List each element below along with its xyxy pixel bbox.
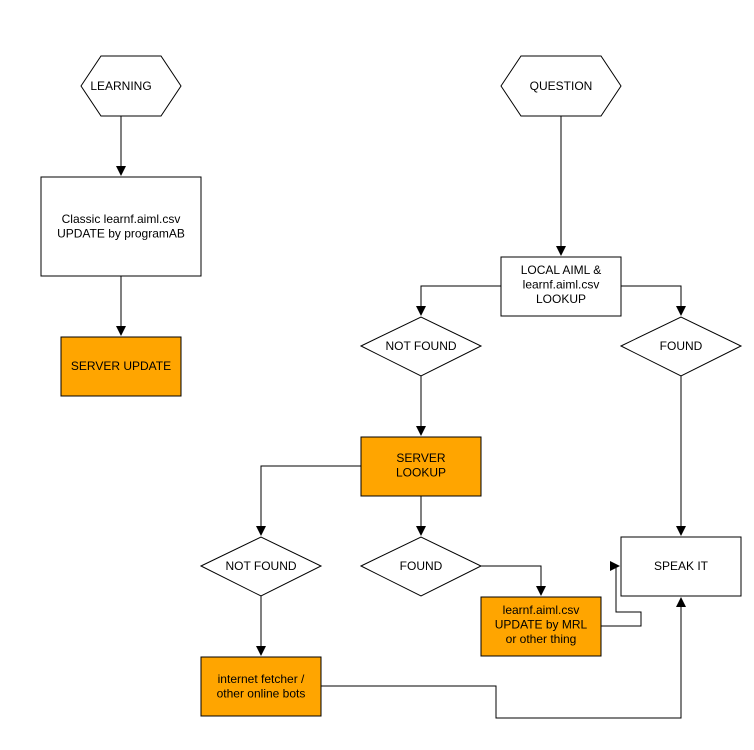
not-found-label-1-line-1: NOT FOUND [385,339,456,353]
classic-update-label-line-1: Classic learnf.aiml.csv [62,212,181,226]
not-found-label-1: NOT FOUND [385,339,456,353]
classic-update-label-line-2: UPDATE by programAB [57,226,185,240]
found-label-1: FOUND [660,339,703,353]
learnf-update-mrl-label-line-3: or other thing [506,632,577,646]
edge-learnf-update-to-speak-it [601,561,642,627]
question-label-line-1: QUESTION [530,79,593,93]
not-found-diamond-2: NOT FOUND [199,536,323,597]
learnf-update-mrl-label-line-1: learnf.aiml.csv [503,603,580,617]
internet-fetcher-label: internet fetcher /other online bots [217,672,306,700]
learnf-update-mrl-label-line-2: UPDATE by MRL [495,617,588,631]
not-found-label-2: NOT FOUND [225,559,296,573]
learning-hexagon: LEARNING [80,55,182,117]
server-lookup-label-line-1: SERVER [396,451,445,465]
local-lookup-label-line-3: LOOKUP [536,292,586,306]
local-lookup-label-line-1: LOCAL AIML & [521,263,601,277]
question-label: QUESTION [530,79,593,93]
found-label-2-line-1: FOUND [400,559,443,573]
not-found-label-2-line-1: NOT FOUND [225,559,296,573]
server-update-box: SERVER UPDATE [60,336,182,397]
server-lookup-label-line-2: LOOKUP [396,465,446,479]
server-update-label: SERVER UPDATE [71,359,171,373]
found-diamond-2: FOUND [359,536,483,597]
server-update-label-line-1: SERVER UPDATE [71,359,171,373]
found-label-2: FOUND [400,559,443,573]
edge-local-lookup-to-found [621,285,686,316]
learning-label: LEARNING [90,79,151,93]
internet-fetcher-label-line-1: internet fetcher / [218,672,305,686]
found-label-1-line-1: FOUND [660,339,703,353]
internet-fetcher-label-line-2: other online bots [217,686,306,700]
speak-it-box: SPEAK IT [620,536,742,597]
edges [116,115,686,719]
speak-it-label-line-1: SPEAK IT [654,559,709,573]
edge-local-lookup-to-not-found [416,285,501,316]
not-found-diamond-1: NOT FOUND [359,316,483,377]
found-diamond-1: FOUND [619,316,743,377]
speak-it-label: SPEAK IT [654,559,709,573]
learning-label-line-1: LEARNING [90,79,151,93]
question-hexagon: QUESTION [500,55,622,117]
edge-found-to-learnf-update [481,565,546,596]
edge-server-lookup-to-not-found [256,465,361,536]
local-lookup-label-line-2: learnf.aiml.csv [523,277,600,291]
edge-internet-fetcher-to-speak-it [321,597,686,719]
internet-fetcher-box: internet fetcher /other online bots [200,656,322,717]
